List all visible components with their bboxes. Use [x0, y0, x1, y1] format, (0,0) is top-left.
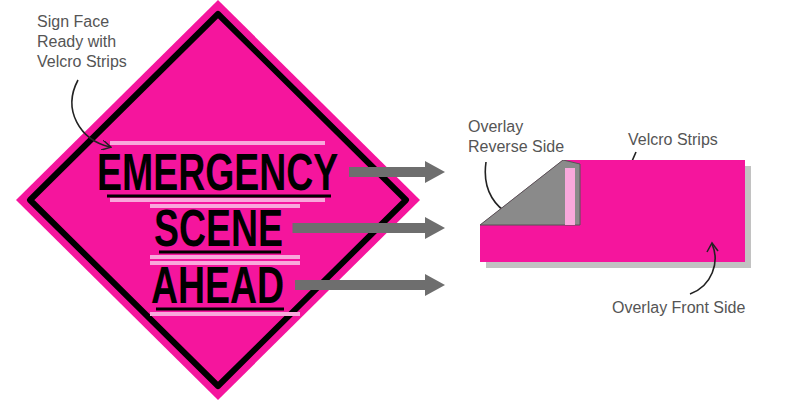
overlay-drawing — [445, 160, 760, 320]
overlay-label: Overlay Front Side — [612, 298, 745, 318]
callout-label: Sign Face Ready with Velcro Strips — [37, 12, 137, 72]
word-overlay: AHEAD — [151, 259, 287, 311]
callout-label: Overlay Reverse Side — [468, 117, 578, 157]
word-overlay: SCENE — [154, 202, 285, 254]
sign-word: EMERGENCY — [97, 146, 338, 198]
block-arrow — [349, 161, 445, 183]
word-overlay: EMERGENCY — [97, 146, 341, 198]
block-arrow — [295, 274, 445, 296]
callout-label: Velcro Strips — [628, 130, 748, 150]
sign-diamond — [16, 0, 420, 400]
block-arrow — [293, 217, 446, 239]
sign-word: SCENE — [154, 202, 283, 254]
sign-word: AHEAD — [151, 259, 284, 311]
overlay-panel: Overlay Front Side — [445, 160, 760, 320]
